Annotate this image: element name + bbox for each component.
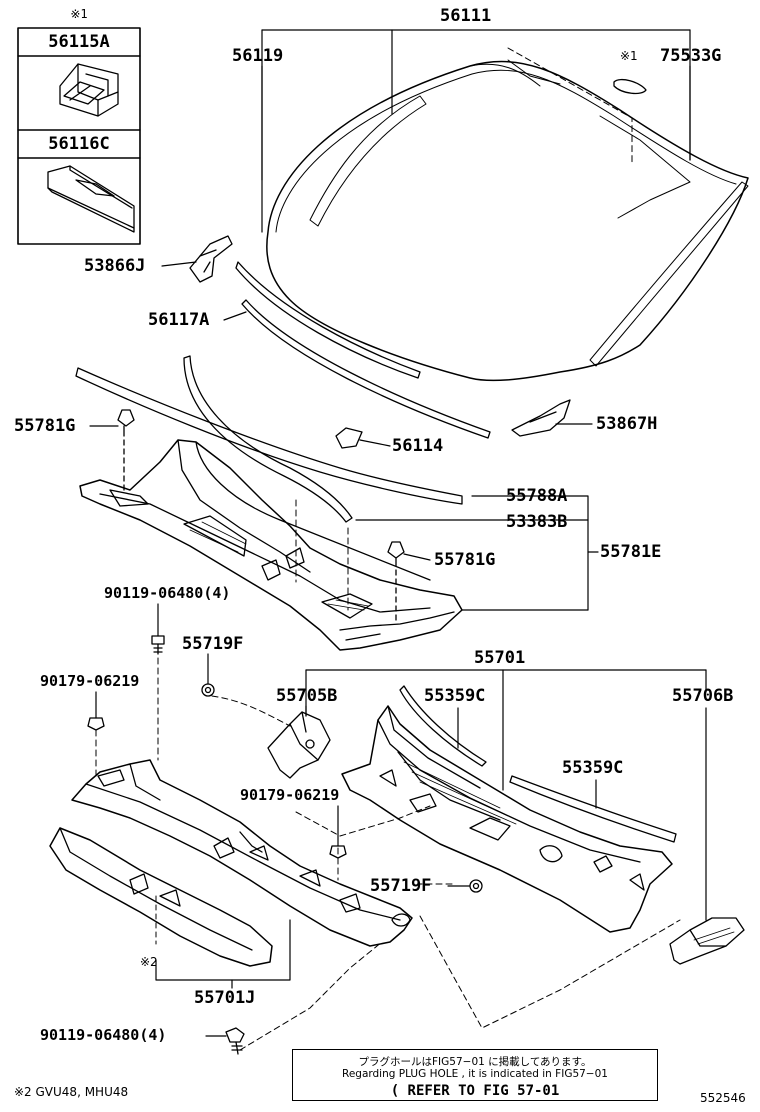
label-55719f-top: 55719F	[182, 634, 244, 654]
label-55701: 55701	[474, 648, 526, 668]
bolt-90119-bottom	[225, 1027, 245, 1055]
label-53867h: 53867H	[596, 414, 658, 434]
note-line-japanese: プラグホールはFIG57−01 に掲載してあります。	[358, 1056, 592, 1068]
bracket-53866j	[189, 235, 233, 283]
label-53866j: 53866J	[84, 256, 146, 276]
pad-56116c-drawing	[47, 165, 135, 233]
inset-marker: ※1	[70, 7, 88, 21]
part-56114	[335, 427, 363, 449]
label-55781e: 55781E	[600, 542, 662, 562]
label-75533g: 75533G	[660, 46, 722, 66]
label-55788a: 55788A	[506, 486, 568, 506]
leader-lines	[89, 29, 707, 1037]
clip-56115a-drawing	[59, 63, 119, 117]
label-mark2: ※2	[140, 955, 158, 969]
note-line-english: Regarding PLUG HOLE , it is indicated in…	[342, 1068, 608, 1080]
label-55701j: 55701J	[194, 988, 256, 1008]
strip-53383b	[183, 355, 353, 523]
part-75533g-tab	[613, 78, 647, 95]
figure-id: 552546	[700, 1091, 746, 1105]
bolt-90119-top	[151, 635, 165, 655]
footnote-applicability: ※2 GVU48, MHU48	[14, 1085, 129, 1099]
label-90119-bottom: 90119-06480(4)	[40, 1026, 167, 1044]
label-90119-top: 90119-06480(4)	[104, 584, 231, 602]
label-55719f-mid: 55719F	[370, 876, 432, 896]
label-56111: 56111	[440, 6, 492, 26]
nut-90179-mid	[329, 845, 347, 859]
bracket-55706b	[669, 917, 745, 965]
label-56119: 56119	[232, 46, 284, 66]
nut-55719f-mid	[469, 879, 483, 893]
nut-55719f-top	[201, 683, 215, 697]
label-55359c-b: 55359C	[562, 758, 624, 778]
label-55781g-mid: 55781G	[434, 550, 496, 570]
inset-part-56115a: 56115A	[48, 32, 110, 52]
label-56114: 56114	[392, 436, 444, 456]
bracket-53867h	[511, 399, 571, 437]
lower-cowl-panel	[49, 759, 413, 967]
cowl-panel-55781e	[79, 439, 463, 651]
label-55781g-top: 55781G	[14, 416, 76, 436]
strip-55359c-lower	[509, 775, 677, 843]
label-90179-left: 90179-06219	[40, 672, 140, 690]
label-55359c-a: 55359C	[424, 686, 486, 706]
label-53383b: 53383B	[506, 512, 568, 532]
inset-part-56116c: 56116C	[48, 134, 110, 154]
note-line-reference: ( REFER TO FIG 57-01	[390, 1083, 560, 1099]
bracket-55705b	[267, 711, 331, 779]
strip-55788a	[75, 367, 463, 505]
strip-55359c-upper	[399, 685, 487, 767]
clip-55781g-top	[117, 409, 135, 491]
guide-lines	[95, 499, 681, 1051]
inset-box	[17, 27, 141, 245]
windshield-glass	[266, 47, 749, 382]
clip-55781g-mid	[387, 541, 405, 621]
label-mark1: ※1	[620, 49, 638, 63]
label-90179-mid: 90179-06219	[240, 786, 340, 804]
reference-note-box: プラグホールはFIG57−01 に掲載してあります。 Regarding PLU…	[292, 1049, 658, 1101]
panel-55701	[341, 705, 673, 933]
label-55706b: 55706B	[672, 686, 734, 706]
nut-90179-left	[87, 717, 105, 731]
label-56117a: 56117A	[148, 310, 210, 330]
molding-56117a	[235, 261, 491, 439]
label-55705b: 55705B	[276, 686, 338, 706]
